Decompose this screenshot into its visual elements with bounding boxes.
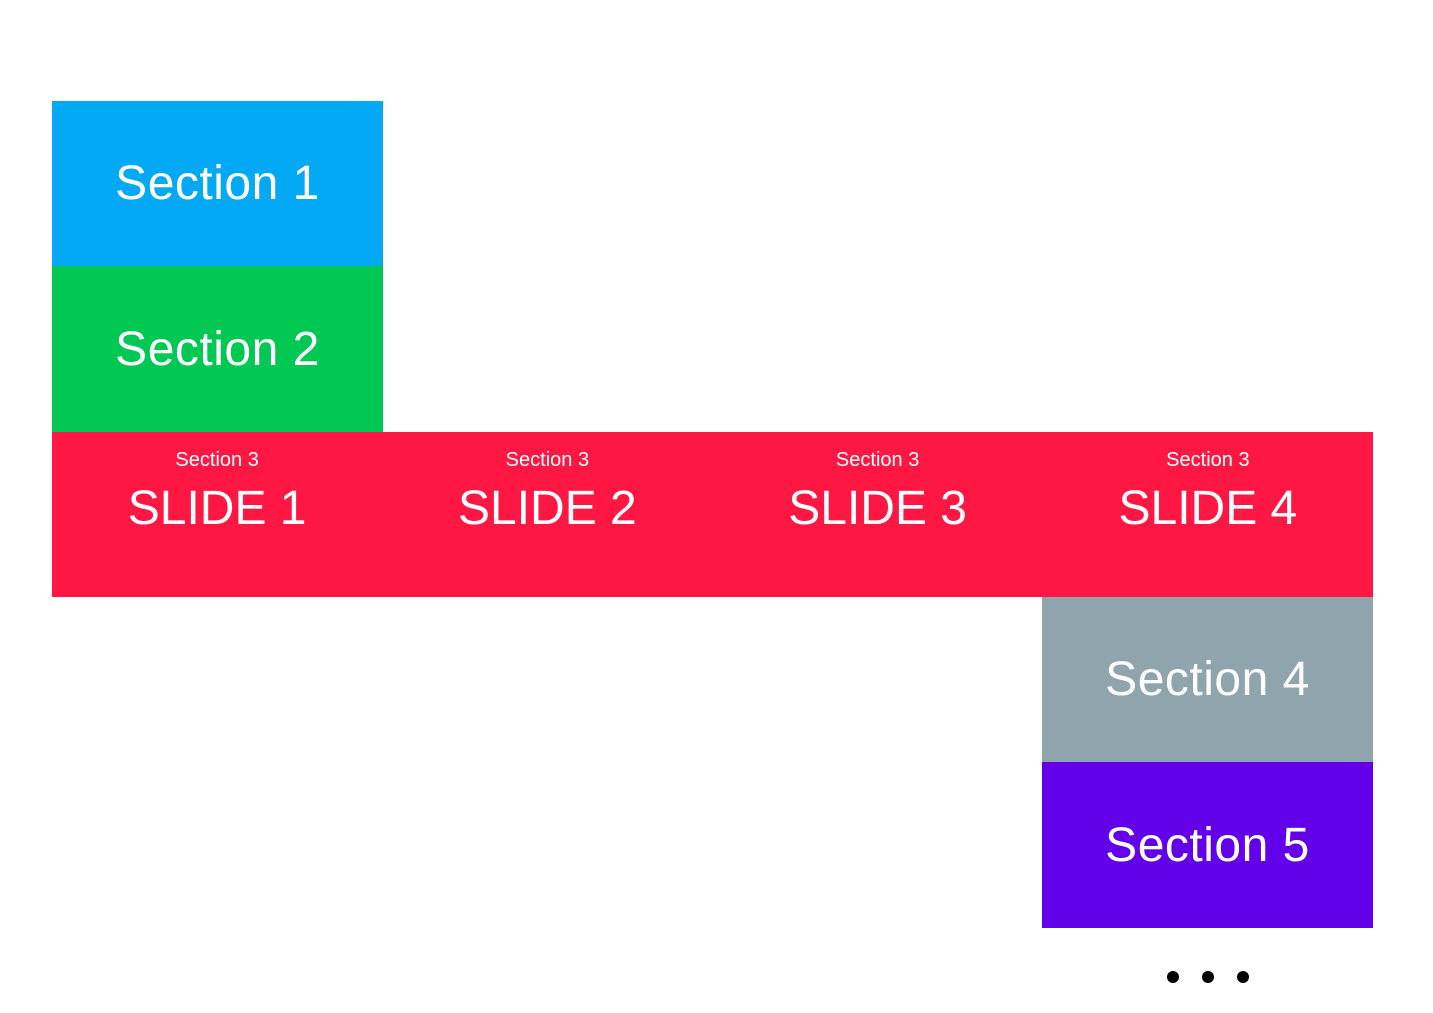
section-4-panel: Section 4 (1042, 597, 1373, 762)
slide-2-title: SLIDE 2 (457, 482, 637, 535)
slide-3-section-label: Section 3 (835, 449, 920, 471)
slide-3-title: SLIDE 3 (788, 482, 967, 535)
section-3-slider-band: Section 3 SLIDE 1 Section 3 SLIDE 2 Sect… (52, 432, 1373, 597)
slide-pagination-dot-2[interactable] (1201, 971, 1214, 983)
slide-pagination-dot-1[interactable] (1166, 971, 1179, 983)
section-3-slide-1: Section 3 SLIDE 1 (52, 432, 382, 597)
section-4-title: Section 4 (1105, 653, 1310, 706)
section-3-slide-3: Section 3 SLIDE 3 (713, 432, 1043, 597)
section-3-slide-2: Section 3 SLIDE 2 (382, 432, 712, 597)
section-2-title: Section 2 (115, 322, 320, 376)
slide-2-section-label: Section 3 (505, 449, 590, 471)
section-1-title: Section 1 (115, 157, 320, 210)
section-3-slide-4: Section 3 SLIDE 4 (1043, 432, 1373, 597)
slide-pagination (1042, 971, 1373, 983)
slide-1-section-label: Section 3 (175, 449, 259, 471)
section-5-panel: Section 5 (1042, 762, 1373, 928)
slide-4-section-label: Section 3 (1166, 449, 1250, 471)
section-2-panel: Section 2 (52, 266, 383, 432)
section-5-title: Section 5 (1105, 818, 1310, 872)
slide-4-title: SLIDE 4 (1118, 482, 1298, 535)
slide-1-title: SLIDE 1 (127, 482, 307, 535)
slide-pagination-dot-3[interactable] (1236, 971, 1249, 983)
section-1-panel: Section 1 (52, 101, 383, 266)
